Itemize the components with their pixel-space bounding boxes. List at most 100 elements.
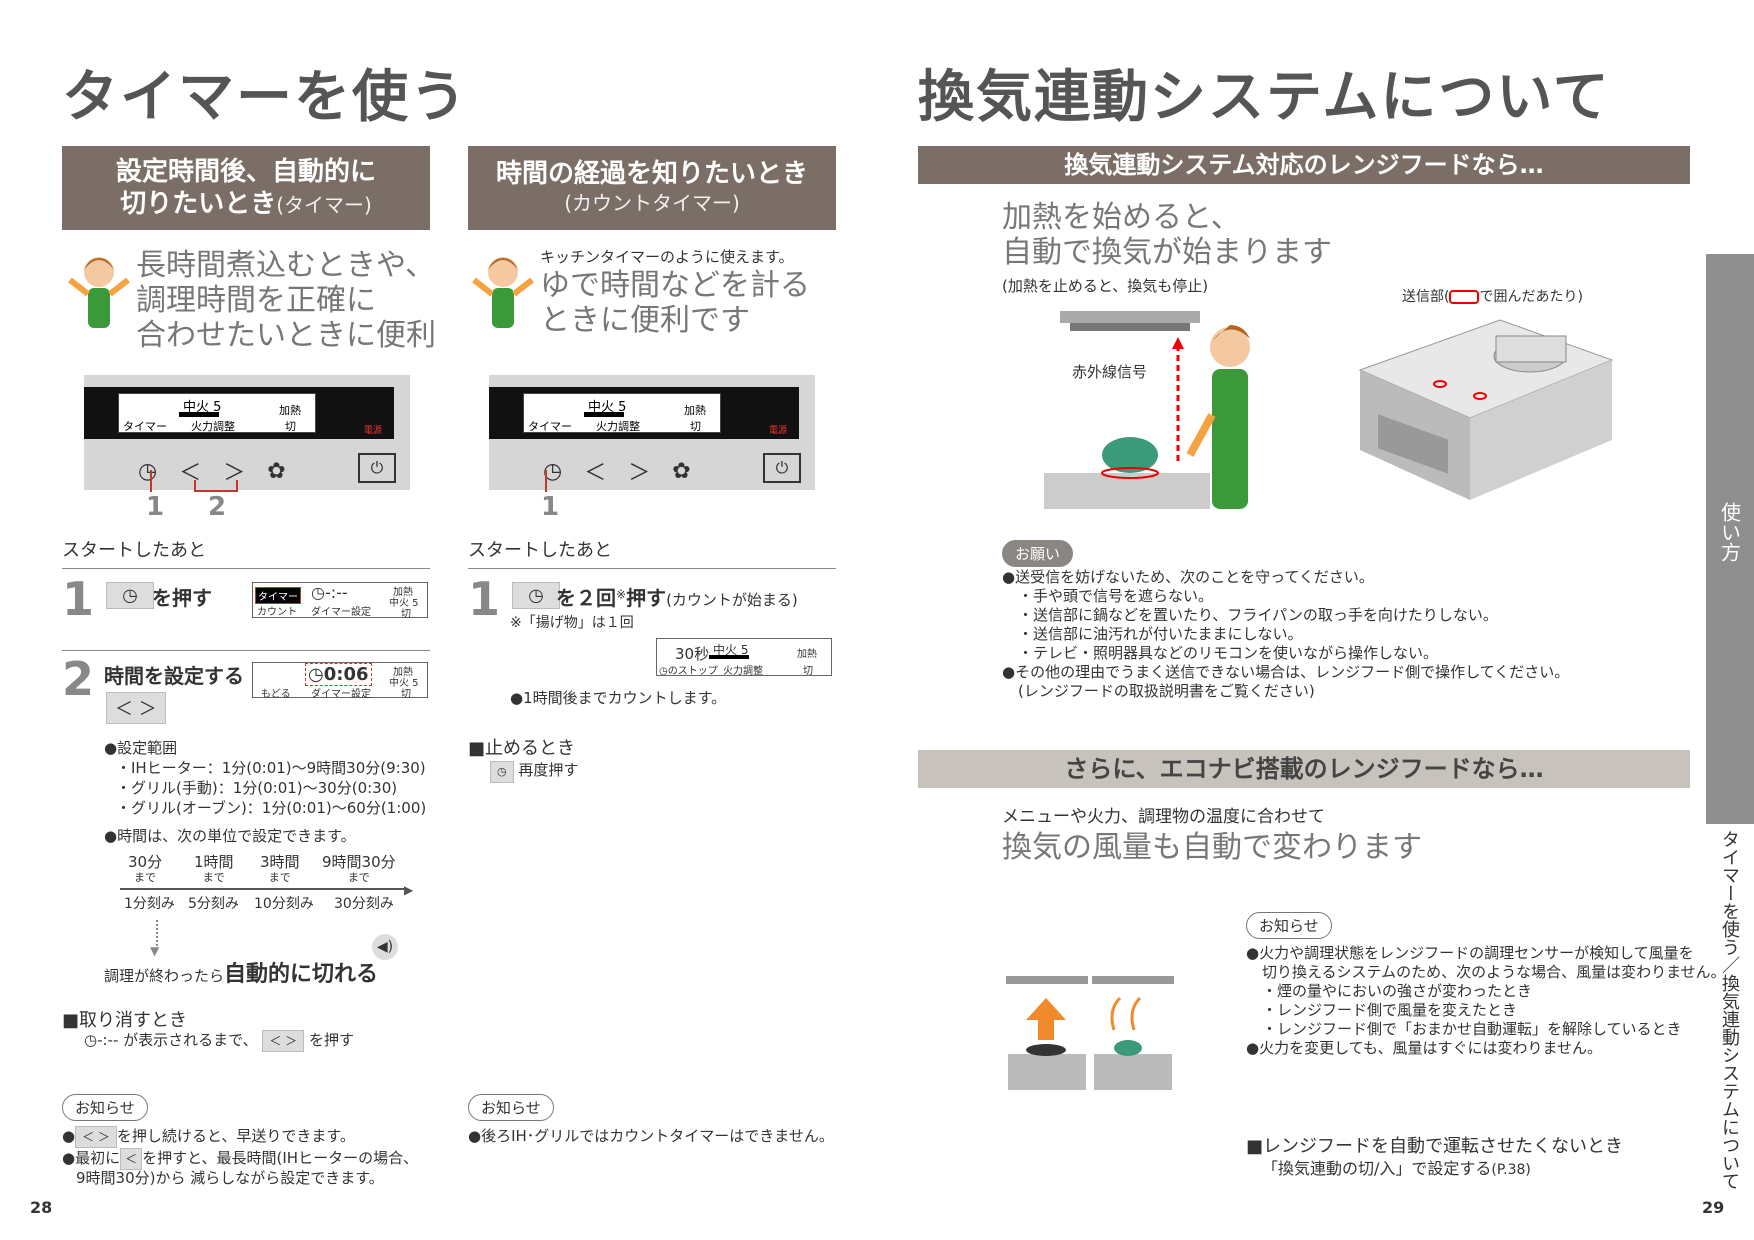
left-arrow-button[interactable]: ＜ [584,461,607,486]
lcd-adjust-label: 火力調整 [723,666,763,677]
notice-item: ・煙の量やにおいの強さが変わったとき [1262,982,1533,1000]
control-panel: 中火 5 加熱 タイマー 火力調整 切 電源 ◷ ＜ ＞ ✿ ⏻ [84,375,410,490]
lcd-off-label: 切 [401,689,411,700]
speaker-icon: ◀) [372,934,398,960]
power-button[interactable]: ⏻ [763,453,801,483]
timer-key-icon[interactable]: ◷ [490,761,514,783]
no-auto-line: 「換気連動の切/入」で設定する(P.38) [1262,1158,1531,1181]
scale-bottom: 30分刻み [334,896,394,912]
lead-line: 自動で換気が始まります [1002,235,1332,270]
lcd-time: -:-- [324,583,348,602]
step-number: 1 [468,572,501,626]
callout-line [545,470,547,492]
notice-item: 切り換えるシステムのため、次のような場合、風量は変わりません。 [1262,963,1726,981]
step-text: を押す [152,586,212,610]
page-number: 29 [1702,1198,1725,1217]
right-arrow-button[interactable]: ＞ [628,461,651,486]
scale-label: 9時間30分まで [322,852,396,883]
cancel-display: ◷-:-- [84,1031,119,1049]
page-reference-link[interactable]: (P.38) [1491,1162,1531,1178]
section-band-econavi: さらに、エコナビ搭載のレンジフードなら… [918,750,1690,788]
clock-icon[interactable]: ◷ [543,458,563,484]
right-arrow-button[interactable]: ＞ [223,461,246,486]
range-list: ・IHヒーター：1分(0:01)～9時間30分(9:30) ・グリル(手動)：1… [116,758,426,818]
cooktop-illustration [1358,319,1614,500]
timer-key-icon[interactable]: ◷ [106,582,154,609]
request-item: ・テレビ・照明器具などのリモコンを使いながら操作しない。 [1018,644,1439,662]
cancel-display-value: -:-- [97,1031,119,1049]
lcd-stop-label: ◷のストップ [659,666,718,677]
notice-item: ●＜ ＞を押し続けると、早送りできます。 [62,1126,355,1148]
lcd-display: 中火 5 加熱 タイマー 火力調整 切 [523,393,721,433]
no-auto-title: ■レンジフードを自動で運転させたくないとき [1246,1136,1624,1157]
lcd-off-label: 切 [690,420,701,433]
scale-top: 30分 [128,853,163,871]
stop-title: ■止めるとき [468,738,576,759]
step1-lcd: タイマー カウント ◷-:-- ダイマー設定 加熱 中火 5 切 [252,582,428,620]
notice-item: ●後ろIH･グリルではカウントタイマーはできません。 [468,1127,834,1145]
page-title-timer: タイマーを使う [62,65,468,130]
fan-icon[interactable]: ✿ [267,458,286,484]
auto-off-pre: 調理が終わったら [104,967,225,985]
notice-item: ●火力や調理状態をレンジフードの調理センサーが検知して風量を [1246,944,1694,962]
ir-signal-label: 赤外線信号 [1072,363,1148,381]
scale-made: まで [347,871,370,884]
woman-illustration [472,257,534,328]
cancel-line: ◷-:-- が表示されるまで、 ＜ ＞ を押す [84,1030,354,1052]
cancel-text: を押す [308,1031,354,1049]
lead-text-count: ゆで時間などを計る ときに便利です [540,268,810,338]
unit-note: ●時間は、次の単位で設定できます。 [104,827,356,845]
timer-key-icon[interactable]: ◷ [512,582,560,609]
arrow-keys-icon[interactable]: ＜ ＞ [75,1126,117,1148]
request-list: ●送受信を妨げないため、次のことを守ってください。 ・手や頭で信号を遮らない。 … [1002,568,1569,701]
scale-bottom: 5分刻み [188,896,239,912]
callout-number: 1 [541,492,560,522]
lead-line: ゆで時間などを計る [540,268,810,303]
range-item: ・グリル(手動)：1分(0:01)～30分(0:30) [116,779,398,797]
request-item: ●その他の理由でうまく送信できない場合は、レンジフード側で操作してください。 [1002,663,1570,681]
clock-icon[interactable]: ◷ [138,458,158,484]
lcd-off-label: 切 [803,666,813,677]
arrow-down-icon: ▼ [150,944,160,958]
scale-bottom: 1分刻み [124,896,175,912]
left-arrow-key-icon[interactable]: ＜ [120,1148,143,1170]
stop-line: ◷ 再度押す [490,760,578,783]
no-auto-text: 「換気連動の切/入」で設定する [1262,1159,1492,1178]
header-line2: 切りたいとき [120,189,277,219]
step-text-a: を２回 [556,586,616,610]
page-title-ventilation: 換気連動システムについて [918,65,1611,130]
lead-line: ときに便利です [540,303,750,338]
power-button[interactable]: ⏻ [358,453,396,483]
request-item: ●送受信を妨げないため、次のことを守ってください。 [1002,568,1374,586]
control-panel: 中火 5 加熱 タイマー 火力調整 切 電源 ◷ ＜ ＞ ✿ ⏻ [489,375,815,490]
lcd-heat: 加熱 [684,404,706,417]
arrow-keys-icon[interactable]: ＜ ＞ [106,692,166,724]
header-line1: 設定時間後、自動的に [115,157,376,187]
lcd-clock-value: ◷-:-- [311,583,348,602]
fan-icon[interactable]: ✿ [672,458,691,484]
lcd-adjust-label: 火力調整 [596,420,640,433]
scale-bottom: 10分刻み [254,896,314,912]
left-arrow-button[interactable]: ＜ [179,461,202,486]
cancel-title: ■取り消すとき [62,1010,188,1031]
header-sub: (タイマー) [276,193,372,217]
lcd-adjust-label: 火力調整 [191,420,235,433]
lcd-setting-label: ダイマー設定 [311,607,371,618]
lcd-level-bar [709,655,749,659]
lcd-heat: 加熱 [797,649,817,660]
request-item: ・送信部に鍋などを置いたり、フライパンの取っ手を向けたりしない。 [1018,606,1498,624]
side-tab: 使い方 [1706,254,1754,824]
scale-top: 1時間 [194,853,234,871]
lcd-time: 0:06 [323,664,369,685]
arrow-keys-icon[interactable]: ＜ ＞ [262,1030,305,1052]
scale-axis [120,888,406,890]
notice-label: お知らせ [468,1094,554,1121]
notice-label: お知らせ [62,1094,148,1121]
step-number: 1 [62,572,95,626]
divider [468,568,836,569]
divider [62,650,430,651]
lcd-level-bar [584,412,624,417]
lead-text-linked: 加熱を始めると、 自動で換気が始まります [1002,200,1332,270]
callout-number: 2 [208,492,227,522]
request-label: お願い [1002,540,1074,567]
